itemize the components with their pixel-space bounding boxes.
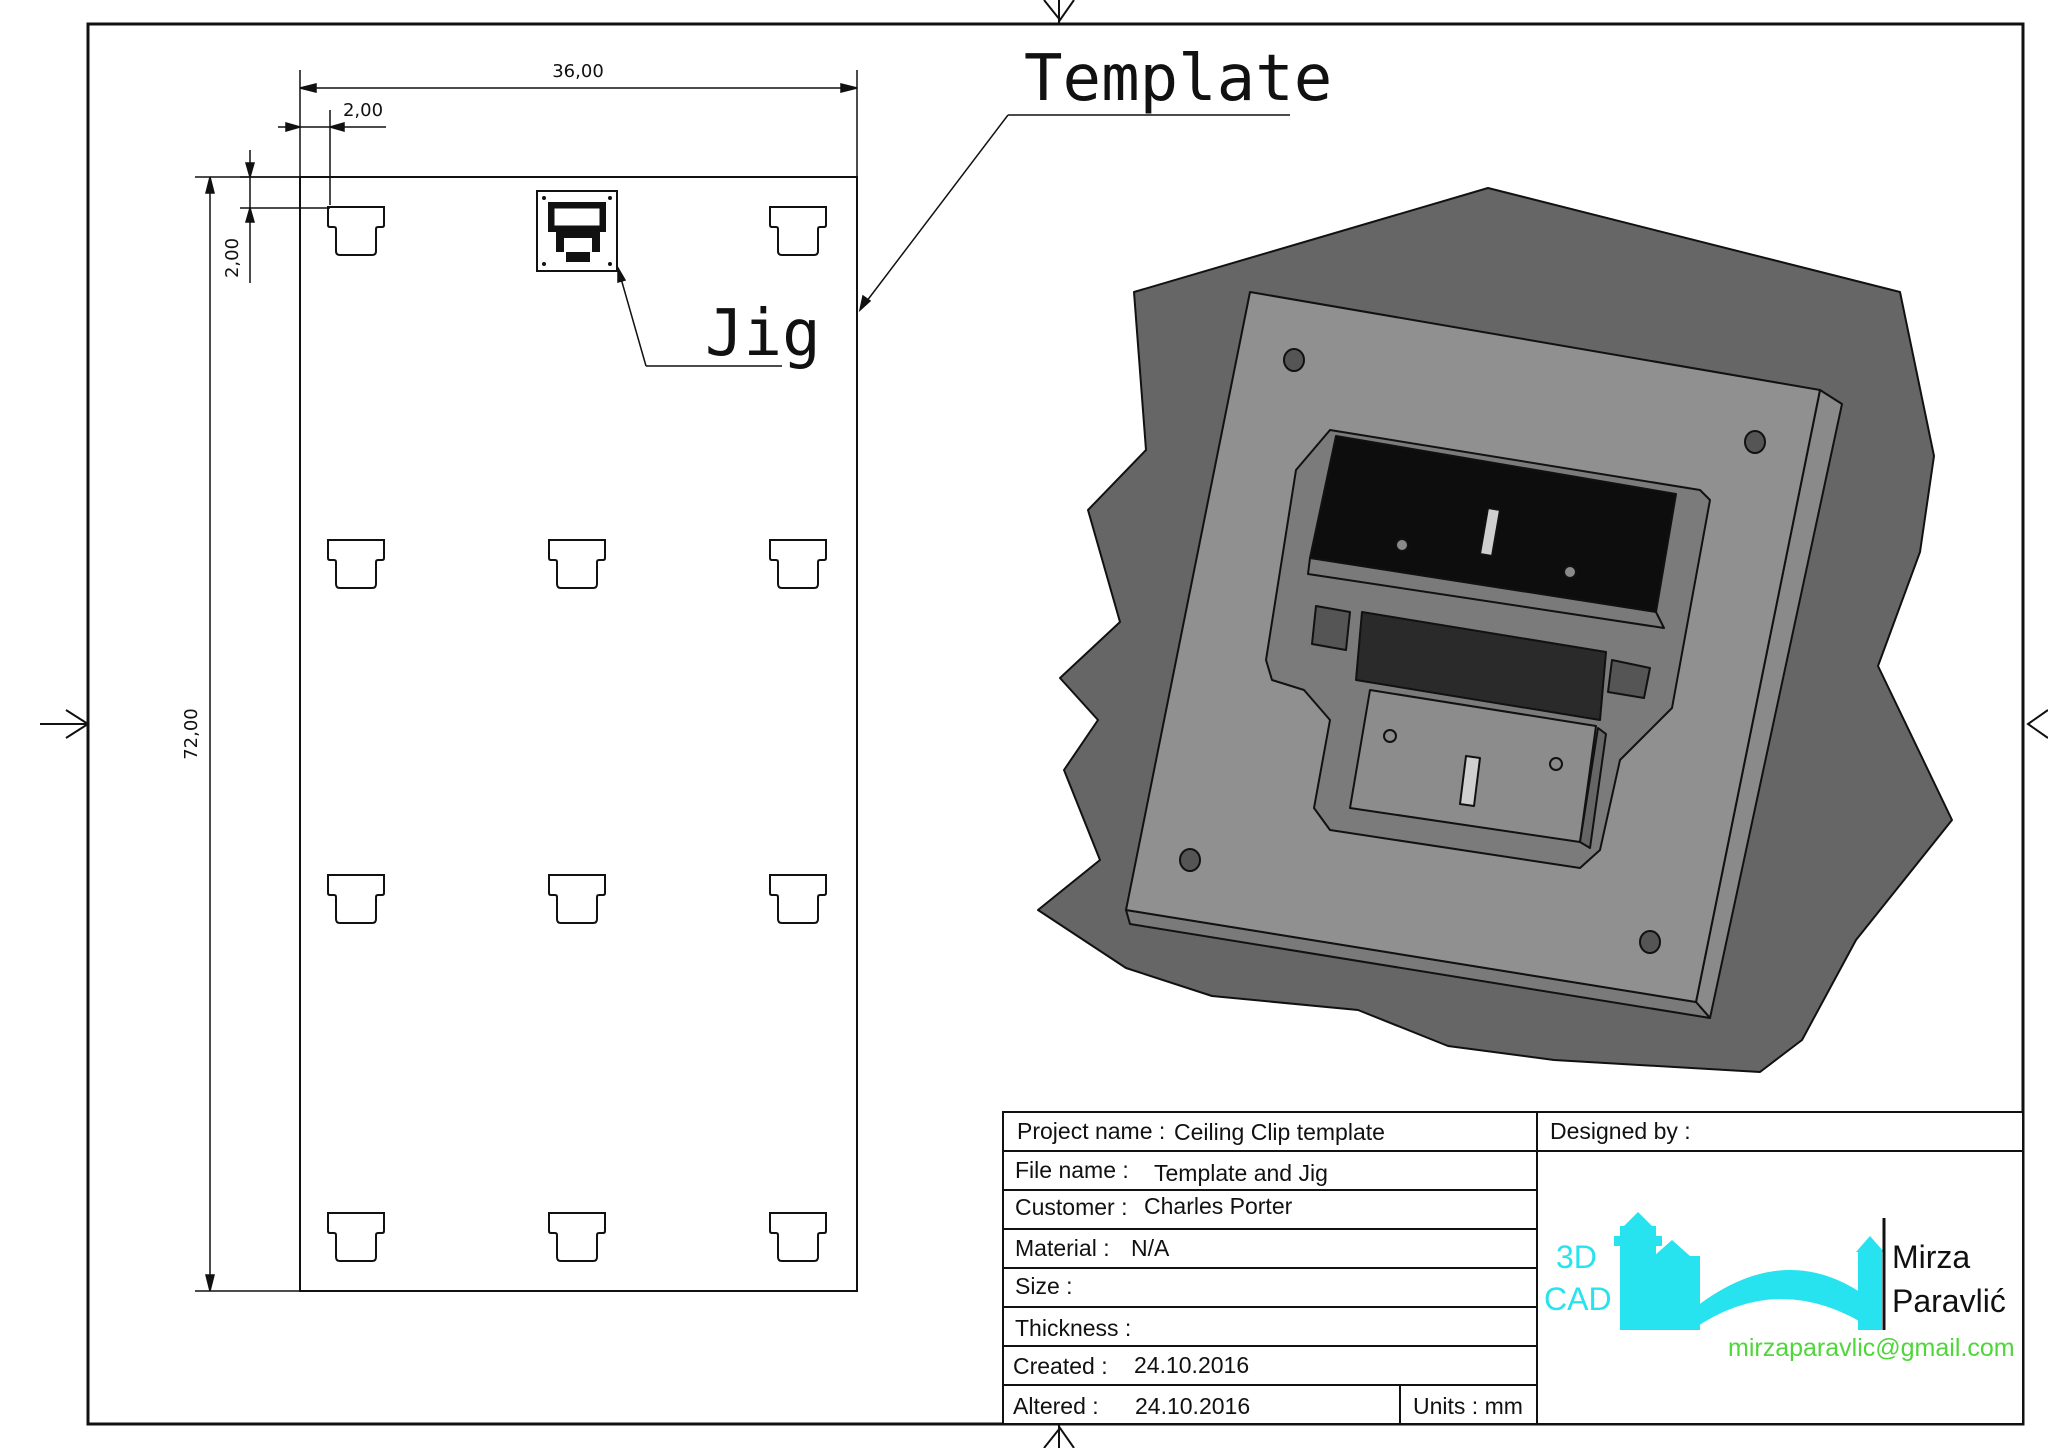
title-created-label: Created : <box>1013 1353 1108 1379</box>
dim-width-36: 36,00 <box>552 61 604 82</box>
clip-cutout <box>327 874 385 924</box>
title-file-name-label: File name : <box>1015 1157 1129 1183</box>
template-plate <box>299 176 858 1292</box>
clip-cutout <box>769 539 827 589</box>
logo-cad-text: CAD <box>1544 1281 1612 1317</box>
title-material-value: N/A <box>1131 1235 1170 1261</box>
logo-email: mirzaparavlic@gmail.com <box>1728 1334 2015 1362</box>
jig-small <box>536 190 618 272</box>
title-created-value: 24.10.2016 <box>1134 1352 1249 1378</box>
center-marker-left <box>40 709 90 739</box>
iso-view <box>1037 187 1953 1073</box>
title-designed-by-label: Designed by : <box>1550 1118 1691 1144</box>
dimension-lines <box>195 70 858 1292</box>
title-block <box>1002 1111 2024 1425</box>
logo-name-last: Paravlić <box>1892 1283 2006 1319</box>
title-customer-label: Customer : <box>1015 1194 1127 1220</box>
designer-logo: 3D CAD Mirza Paravlić mirzaparavlic@gmai… <box>1544 1212 2015 1362</box>
title-project-name-label: Project name : <box>1017 1118 1165 1144</box>
clip-cutout <box>769 1212 827 1262</box>
center-marker-top <box>1043 0 1075 24</box>
callout-jig: Jig <box>705 297 821 371</box>
title-customer-value: Charles Porter <box>1144 1193 1293 1219</box>
title-altered-label: Altered : <box>1013 1393 1099 1419</box>
leader-lines <box>617 114 1290 367</box>
clip-cutout <box>327 539 385 589</box>
clip-cutout <box>548 1212 606 1262</box>
title-units-label: Units : mm <box>1413 1393 1523 1419</box>
iso-jig-mid <box>1355 611 1607 721</box>
callout-template: Template <box>1024 42 1332 116</box>
dim-offset-x-2: 2,00 <box>343 100 383 121</box>
title-project-name-value: Ceiling Clip template <box>1174 1119 1385 1145</box>
title-thickness-label: Thickness : <box>1015 1315 1131 1341</box>
bridge-icon <box>1614 1212 1884 1330</box>
title-size-label: Size : <box>1015 1273 1073 1299</box>
clip-cutout <box>548 874 606 924</box>
center-markers <box>40 0 2048 1448</box>
clip-cutout <box>769 206 827 256</box>
logo-name-first: Mirza <box>1892 1239 1970 1275</box>
dim-offset-y-2: 2,00 <box>222 238 243 278</box>
iso-plate-holes <box>1179 348 1766 954</box>
center-marker-right <box>2026 709 2048 739</box>
title-altered-value: 24.10.2016 <box>1135 1393 1250 1419</box>
clip-cutout <box>327 1212 385 1262</box>
clip-cutout <box>327 206 385 256</box>
clip-cutout <box>769 874 827 924</box>
title-file-name-value: Template and Jig <box>1154 1160 1328 1186</box>
center-marker-bottom <box>1043 1424 1075 1448</box>
logo-3d-text: 3D <box>1556 1239 1597 1275</box>
dim-height-72: 72,00 <box>181 708 202 760</box>
clip-cutout <box>548 539 606 589</box>
title-material-label: Material : <box>1015 1235 1110 1261</box>
